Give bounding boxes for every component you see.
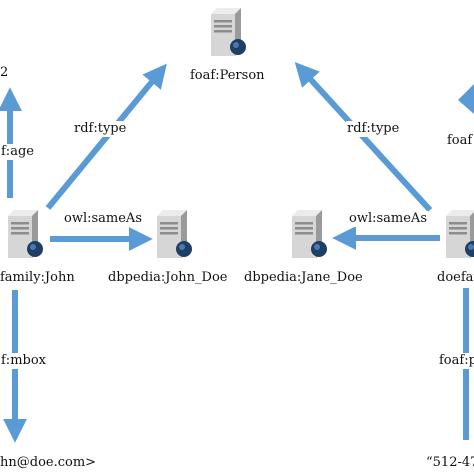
literal-age-value: 2 — [0, 65, 9, 80]
node-foaf-person-label: foaf:Person — [190, 68, 265, 83]
server-globe-icon — [157, 210, 192, 258]
server-globe-icon — [446, 210, 474, 258]
node-jane-doe-label: dbpedia:Jane_Doe — [244, 270, 363, 285]
edge-john-type-arrow — [45, 63, 167, 210]
edge-label-john-mbox: f:mbox — [0, 353, 47, 369]
node-jane-label: doefar — [437, 270, 474, 285]
edge-label-jane-sameas: owl:sameAs — [348, 211, 428, 227]
edge-label-jane-top: foaf — [446, 133, 474, 149]
edge-jane-top-arrow — [458, 84, 474, 114]
server-globe-icon — [8, 210, 43, 258]
server-globe-icon — [211, 8, 246, 56]
edge-label-jane-phone: foaf:p — [438, 353, 474, 369]
node-john-label: family:John — [0, 270, 75, 285]
edge-label-john-age: f:age — [0, 144, 35, 160]
edge-label-jane-type: rdf:type — [346, 121, 401, 137]
literal-jane-phone: “512-47 — [426, 455, 474, 470]
edge-label-john-type: rdf:type — [73, 121, 128, 137]
server-globe-icon — [292, 210, 327, 258]
literal-john-email: hn@doe.com> — [0, 455, 97, 470]
edge-jane-type-arrow — [294, 62, 433, 213]
edge-label-john-sameas: owl:sameAs — [63, 211, 143, 227]
node-john-doe-label: dbpedia:John_Doe — [108, 270, 228, 285]
